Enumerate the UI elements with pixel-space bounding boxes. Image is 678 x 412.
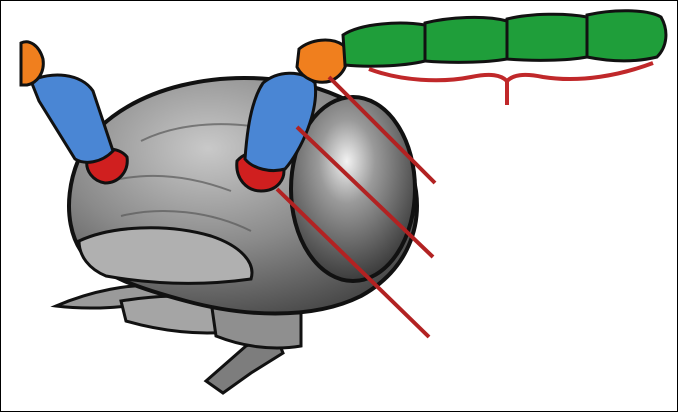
flagellomere-1 bbox=[343, 23, 430, 66]
flagellum-bracket bbox=[369, 63, 653, 81]
flagellomere-2 bbox=[425, 17, 512, 62]
flagellomere-3 bbox=[507, 14, 592, 60]
flagellum bbox=[343, 11, 666, 66]
flagellomere-4 bbox=[587, 11, 666, 61]
left-scape bbox=[31, 75, 113, 162]
right-pedicel bbox=[297, 40, 347, 82]
left-antenna bbox=[21, 42, 127, 183]
